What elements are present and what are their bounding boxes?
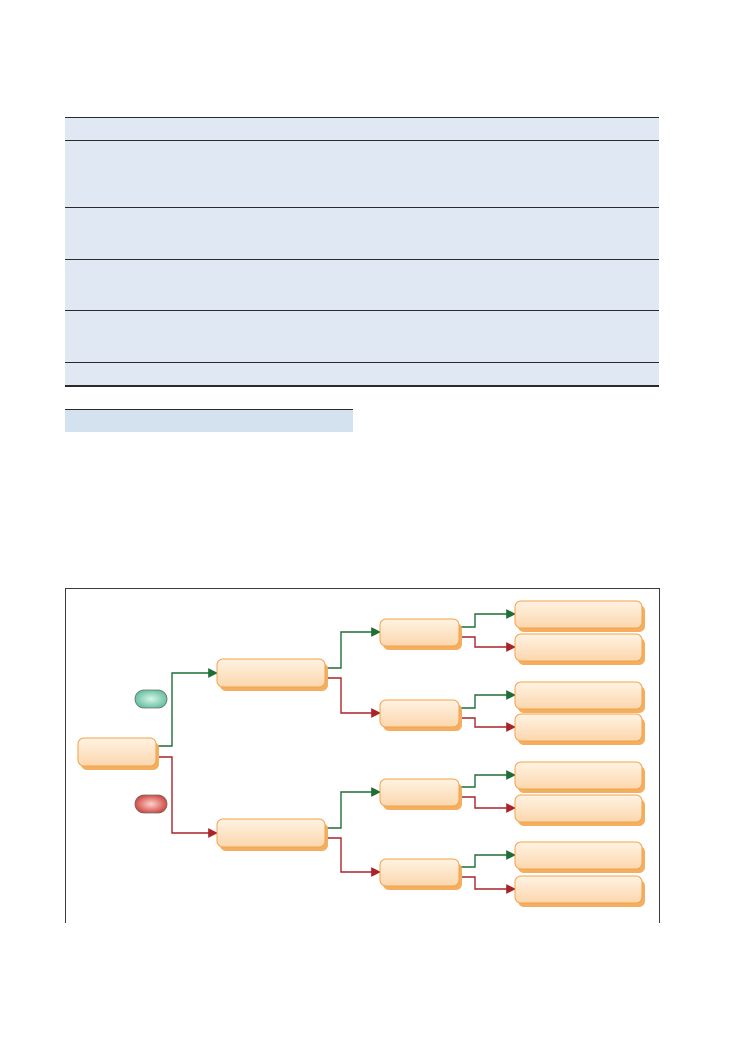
leaf-node-box — [514, 633, 643, 662]
data-table — [65, 117, 659, 387]
edge-l2-yes — [459, 690, 516, 709]
edge-l2-yes — [459, 850, 516, 868]
table-row-divider — [65, 362, 659, 363]
leaf-node-box — [514, 875, 643, 904]
edge-root-yes — [156, 668, 218, 747]
leaf-node-box — [514, 794, 643, 823]
leaf-node — [514, 713, 645, 745]
edge-l2-no — [459, 876, 516, 894]
leaf-node — [514, 841, 645, 873]
leaf-node-box — [514, 761, 643, 790]
level1-node — [216, 818, 328, 851]
level2-node — [379, 778, 462, 810]
leaf-node-box — [514, 713, 643, 742]
no-branch-marker — [134, 794, 168, 814]
level2-node-box — [379, 858, 460, 887]
leaf-node — [514, 794, 645, 826]
level2-node — [379, 858, 462, 890]
figure-caption-bar — [65, 409, 353, 432]
table-row-divider — [65, 310, 659, 311]
level2-node-box — [379, 778, 460, 807]
leaf-node-box — [514, 841, 643, 870]
tree-nodes — [77, 600, 645, 907]
root-node-box — [77, 737, 157, 767]
level2-node — [379, 618, 462, 650]
leaf-node — [514, 633, 645, 665]
level1-node-box — [216, 818, 326, 848]
edge-l1-no — [325, 837, 381, 877]
edge-l2-no — [459, 717, 516, 732]
edge-l2-yes — [459, 770, 516, 788]
edge-l1-yes — [325, 627, 381, 669]
edge-l2-yes — [459, 609, 516, 628]
decision-tree-frame — [65, 588, 660, 923]
edge-l1-no — [325, 677, 381, 718]
level2-node-box — [379, 699, 460, 728]
edge-l2-no — [459, 796, 516, 813]
level2-node — [379, 699, 462, 731]
leaf-node — [514, 681, 645, 713]
tree-edges — [156, 609, 516, 894]
leaf-node — [514, 600, 645, 632]
decision-tree-diagram — [77, 600, 645, 907]
table-row-divider — [65, 259, 659, 260]
yes-branch-marker — [134, 689, 168, 709]
yes-branch-marker-shape — [134, 689, 168, 709]
edge-l1-yes — [325, 787, 381, 829]
leaf-node — [514, 875, 645, 907]
level1-node-box — [216, 658, 326, 688]
no-branch-marker-shape — [134, 794, 168, 814]
leaf-node-box — [514, 600, 643, 629]
table-row-divider — [65, 207, 659, 208]
leaf-node — [514, 761, 645, 793]
level2-node-box — [379, 618, 460, 647]
leaf-node-box — [514, 681, 643, 710]
level1-node — [216, 658, 328, 691]
table-header-divider — [65, 140, 659, 141]
root-node — [77, 737, 159, 770]
edge-root-no — [156, 756, 218, 838]
edge-l2-no — [459, 636, 516, 652]
